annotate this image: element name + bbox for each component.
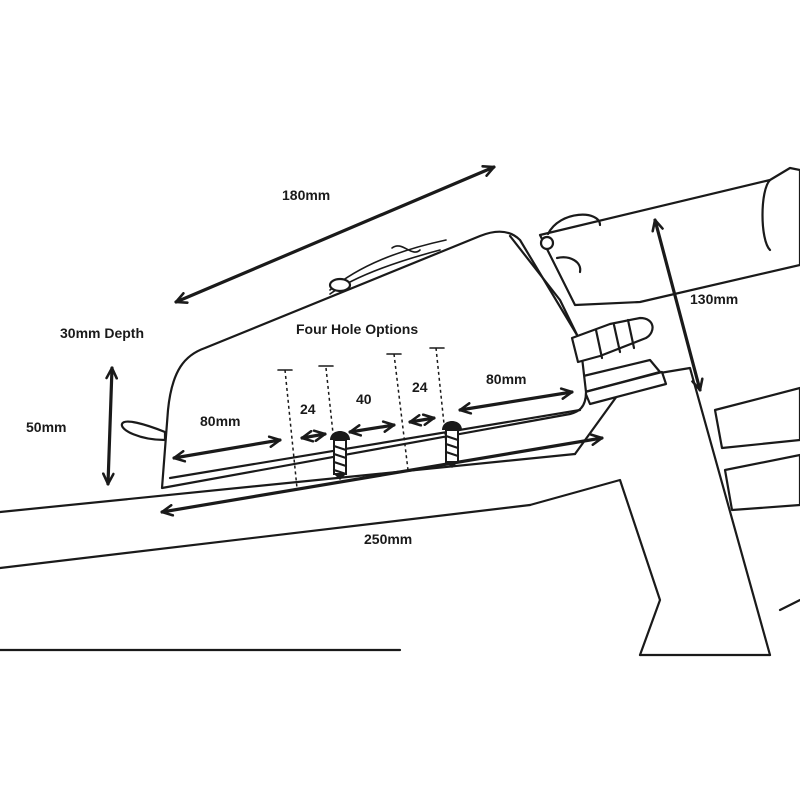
top-tube-lower <box>0 503 532 570</box>
arrow-front-offset <box>458 387 574 415</box>
label-front-offset: 80mm <box>486 371 527 387</box>
fork-crown <box>713 386 800 450</box>
rear-cord-loop-icon <box>120 420 167 442</box>
arrow-stem-height <box>651 218 704 392</box>
stem-bolt-icon <box>539 235 555 251</box>
arrow-rear-offset <box>172 435 282 463</box>
screw-rear <box>330 431 350 480</box>
label-base-length: 250mm <box>364 531 413 547</box>
arrow-gap-rear <box>300 429 327 443</box>
down-tube <box>528 478 662 657</box>
arrow-gap-middle <box>348 420 396 437</box>
arrow-height <box>101 366 119 486</box>
label-depth: 30mm Depth <box>60 325 145 341</box>
front-strap-icon <box>570 316 654 364</box>
zipper-pull-icon <box>328 277 352 293</box>
hole-line-3 <box>393 353 409 471</box>
arrow-length-top <box>174 165 496 304</box>
label-rear-offset: 80mm <box>200 413 241 429</box>
arrow-base-length <box>160 433 604 517</box>
hole-position-lines <box>277 347 449 489</box>
label-gap-middle: 40 <box>356 391 372 407</box>
arrow-gap-front <box>408 413 436 427</box>
label-gap-front: 24 <box>412 379 428 395</box>
label-height: 50mm <box>26 419 67 435</box>
hole-line-4 <box>435 347 449 463</box>
label-gap-rear: 24 <box>300 401 316 417</box>
label-length-top: 180mm <box>282 187 331 203</box>
label-hole-options: Four Hole Options <box>296 321 419 337</box>
stem <box>538 166 800 307</box>
screw-front <box>442 421 462 468</box>
label-stem-height: 130mm <box>690 291 739 307</box>
dimension-arrows <box>101 165 704 517</box>
hole-line-2 <box>325 367 339 481</box>
hole-line-1 <box>284 369 298 489</box>
